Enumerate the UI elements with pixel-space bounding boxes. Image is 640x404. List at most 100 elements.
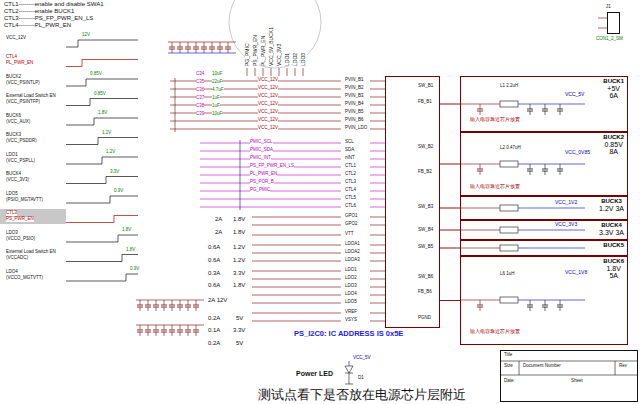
schematic-label: 3.3V [233,270,245,277]
schematic-label: CTL3 [6,211,17,216]
wire [477,305,483,306]
buck-rating: BUCK3 [599,198,624,205]
wire [370,217,385,218]
schematic-label: (VCC_PSDDR) [6,139,37,144]
schematic-label: 0.1A [208,327,220,334]
wire [252,321,341,322]
wire [530,300,531,305]
wire [145,305,151,306]
wire [370,97,385,98]
schematic-label: 22uF [212,80,222,85]
wire [461,208,500,209]
wire [518,208,585,209]
wire [156,332,157,336]
power-trace [440,230,460,231]
schematic-label: 2A [215,216,222,223]
zoom-circle [229,0,321,68]
wire [252,287,341,288]
schematic-label: VCC_12V [258,86,278,91]
wire [200,199,341,200]
schematic-label: (VCC_AUX) [6,120,30,125]
timing-waveform [66,216,138,223]
timing-waveform [66,60,138,67]
schematic-label: PS_PWR_EN [253,35,259,66]
schematic-label: PVIN_B3 [345,94,364,99]
wire [480,307,481,311]
wire [177,47,183,48]
title-cell: Rev [619,364,627,369]
wire [370,151,385,152]
wire [530,307,531,311]
buck-box: BUCK31.2V 3A [460,196,628,220]
schematic-label: VTT [345,232,354,237]
schematic-label: 1.8V [233,229,245,236]
wire [615,361,616,375]
schematic-label: SCL [345,140,354,145]
schematic-label: C37 [196,96,204,101]
timing-waveform [66,274,138,281]
wire [557,305,563,306]
schematic-label: PMIC_SDA [250,148,273,153]
wire [263,68,264,76]
schematic-label: VCC_1V2 [555,200,577,206]
wire [461,104,500,105]
schematic-label: LDO3 [6,231,18,236]
wire [545,111,546,115]
schematic-label: 1.8V [126,248,135,253]
buck-rating: 0.85V 8A [605,141,623,156]
wire [461,230,500,231]
wire [370,279,385,280]
wire [500,361,638,362]
wire [519,361,520,375]
wire [175,78,176,132]
schematic-label: PG_PMIC [245,43,251,66]
buck-rating: 3.3V 3A [599,229,624,237]
wire [196,332,197,336]
wire [370,159,385,160]
buck-box: BUCK43.3V 3A [460,220,628,240]
wire [153,305,159,306]
wire [180,325,181,330]
schematic-label: 0.6A [208,257,220,264]
wire [349,361,350,366]
wire [527,305,533,306]
schematic-label: 0.85V [90,72,102,77]
schematic-label: VCC_12V [258,126,278,131]
wire [137,330,143,331]
schematic-label: (VCC_PSPLL) [6,159,35,164]
schematic-label: VCC_12V [258,94,278,99]
wire [271,68,272,76]
wire [180,49,181,53]
wire [530,164,531,169]
timing-waveform [66,99,138,106]
schematic-label: PVIN_LDO [345,126,367,131]
schematic-label: GPO2 [345,222,358,227]
schematic-label: CTL2 [345,172,356,177]
schematic-label: SW_B1 [418,84,433,89]
schematic-label: PL_PWR_EN [250,172,277,177]
schematic-label: LDO3 [301,53,307,66]
schematic-label: External Load Switch EN [6,94,56,99]
schematic-label: LDO1 [345,268,357,273]
wire [200,191,341,192]
schematic-label: J1 [606,5,611,10]
schematic-label: CTL4--------PL_PWR_EN [4,22,71,29]
schematic-label: 1.2V [233,244,245,251]
schematic-label: C36 [196,88,204,93]
schematic-label: PL_PWR_EN [6,61,33,66]
wire [156,300,157,305]
schematic-label: VSYS [345,318,357,323]
wire [240,140,241,210]
wire [172,49,173,53]
wire [212,42,213,47]
schematic-label: PGND [418,316,431,321]
wire [545,164,546,169]
wire [217,47,223,48]
wire [180,332,181,336]
wire [370,271,385,272]
wire [530,171,531,175]
wire [370,253,385,254]
wire [370,261,385,262]
schematic-label: FB_B6 [418,290,432,295]
